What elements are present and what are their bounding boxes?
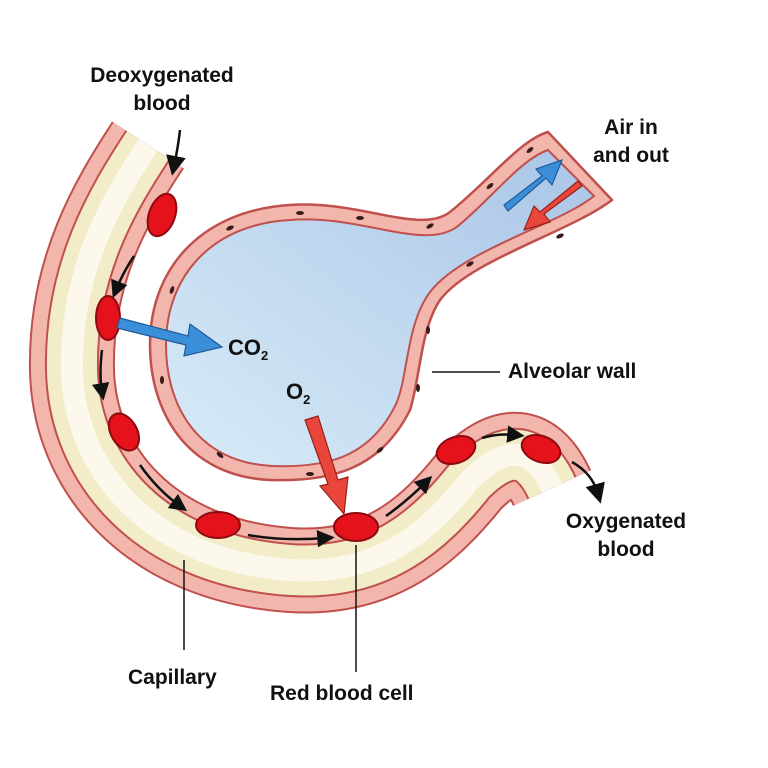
air-out-arrow [522, 180, 583, 231]
capillary-vessel [28, 121, 592, 614]
inflow-arrow [166, 129, 186, 176]
outflow-arrow [571, 460, 605, 504]
flow-arrow [247, 529, 335, 548]
alveolar-wall-nuclei [160, 147, 564, 476]
red-blood-cell [146, 192, 178, 238]
air-arrows [503, 159, 583, 231]
blood-flow-arrows [91, 129, 605, 548]
alveolar-wall-label: Alveolar wall [508, 360, 637, 383]
air-in-arrow [503, 159, 564, 212]
flow-arrow [138, 464, 188, 512]
red-blood-cell [95, 295, 121, 341]
co2-arrow [116, 317, 224, 357]
red-blood-cell-label: Red blood cell [270, 682, 414, 705]
capillary-plasma-highlight [60, 138, 562, 582]
co2-label: CO2 [228, 335, 269, 363]
flow-arrow [111, 255, 136, 299]
flow-arrow [91, 349, 110, 401]
air-in-and-out-label: Air in and out [593, 116, 669, 167]
red-blood-cell [107, 412, 141, 452]
deoxygenated-blood-label: Deoxygenated blood [90, 64, 234, 115]
flow-arrow [481, 425, 525, 443]
red-blood-cell [333, 512, 379, 542]
red-blood-cell [435, 434, 477, 466]
oxygenated-blood-label: Oxygenated blood [565, 510, 687, 561]
o2-label: O2 [286, 379, 311, 407]
alveolus [148, 130, 614, 482]
flow-arrow [385, 475, 433, 518]
capillary-label: Capillary [128, 666, 217, 689]
o2-arrow [304, 415, 349, 516]
red-blood-cell [195, 511, 241, 539]
leader-lines [183, 371, 500, 672]
alveolus-air-space [164, 148, 596, 468]
